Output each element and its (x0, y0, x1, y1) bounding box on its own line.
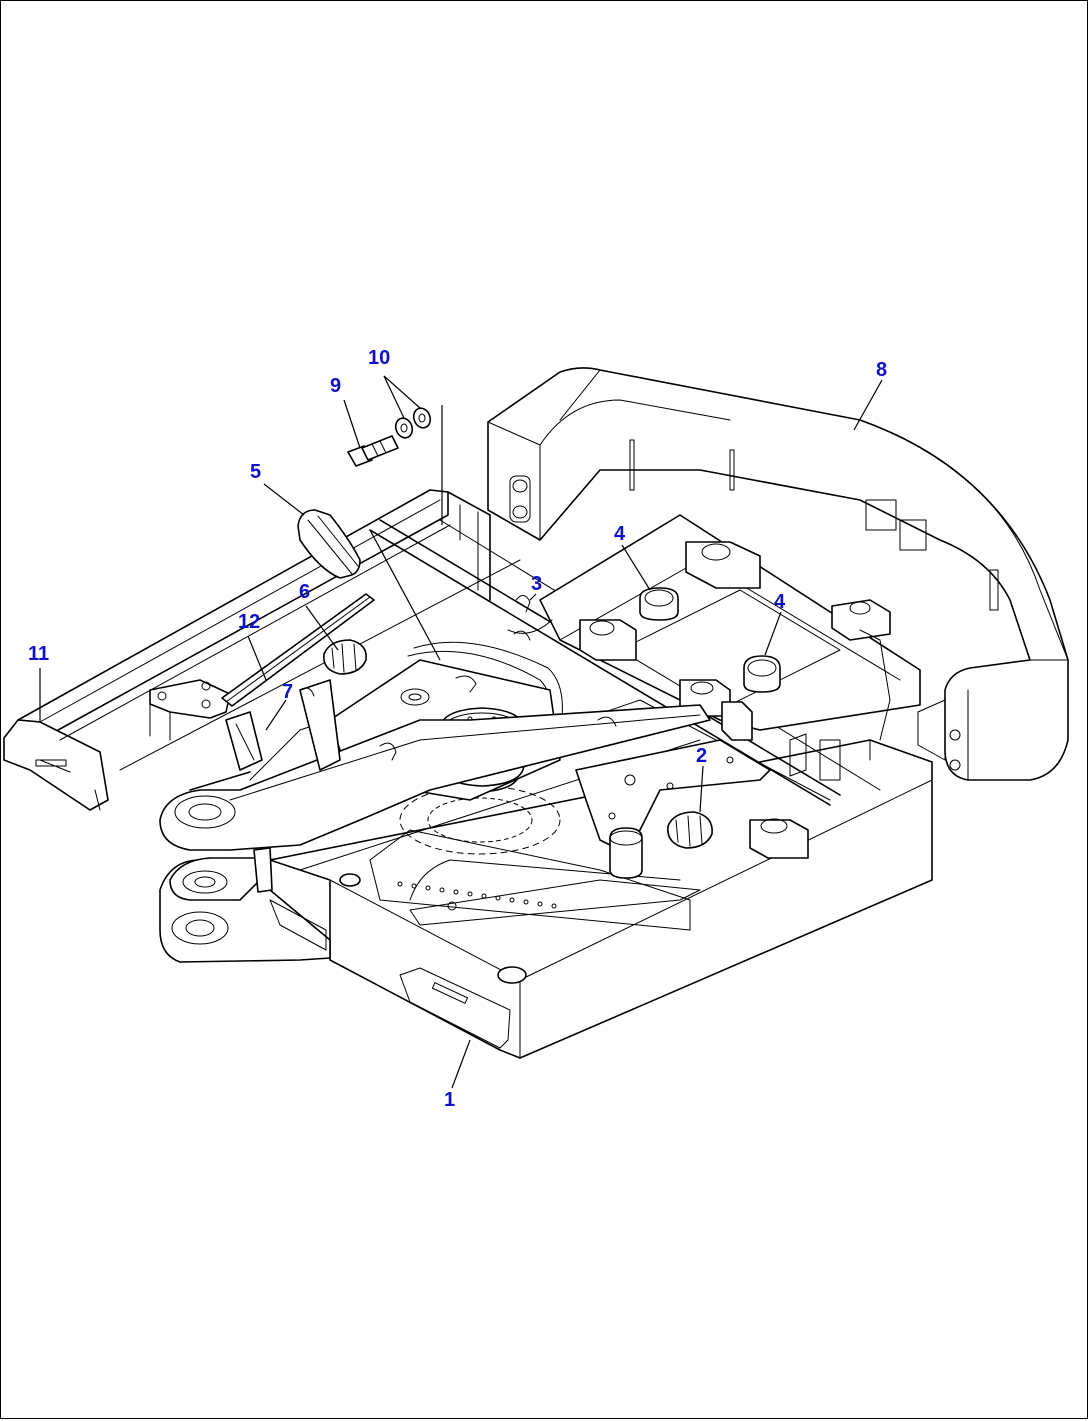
callout-2: 2 (696, 745, 707, 767)
callout-4-b: 4 (774, 591, 786, 613)
callout-5: 5 (250, 461, 261, 483)
callouts: 1 2 3 4 4 5 6 7 8 9 10 11 12 (28, 347, 887, 1111)
revolving-frame (3, 489, 933, 1059)
clip-part-3 (507, 595, 553, 634)
mount-part-2 (667, 811, 713, 849)
callout-6: 6 (299, 581, 310, 603)
callout-7: 7 (282, 681, 293, 703)
bracket-part-7 (149, 679, 231, 741)
callout-9: 9 (330, 375, 341, 397)
leader-lines (39, 375, 883, 1089)
mount-part-6 (323, 639, 367, 675)
callout-12: 12 (238, 611, 260, 633)
hose-clips (299, 630, 617, 761)
cover-part-12 (221, 593, 375, 707)
callout-4-a: 4 (614, 523, 626, 545)
callout-1: 1 (444, 1089, 455, 1111)
washers-part-10 (394, 407, 432, 439)
callout-10: 10 (368, 347, 390, 369)
cover-part-5 (297, 509, 361, 579)
callout-3: 3 (531, 573, 542, 595)
callout-11: 11 (28, 643, 49, 665)
bolt-part-9 (347, 435, 399, 467)
counterweight (487, 367, 1069, 781)
callout-8: 8 (876, 359, 887, 381)
